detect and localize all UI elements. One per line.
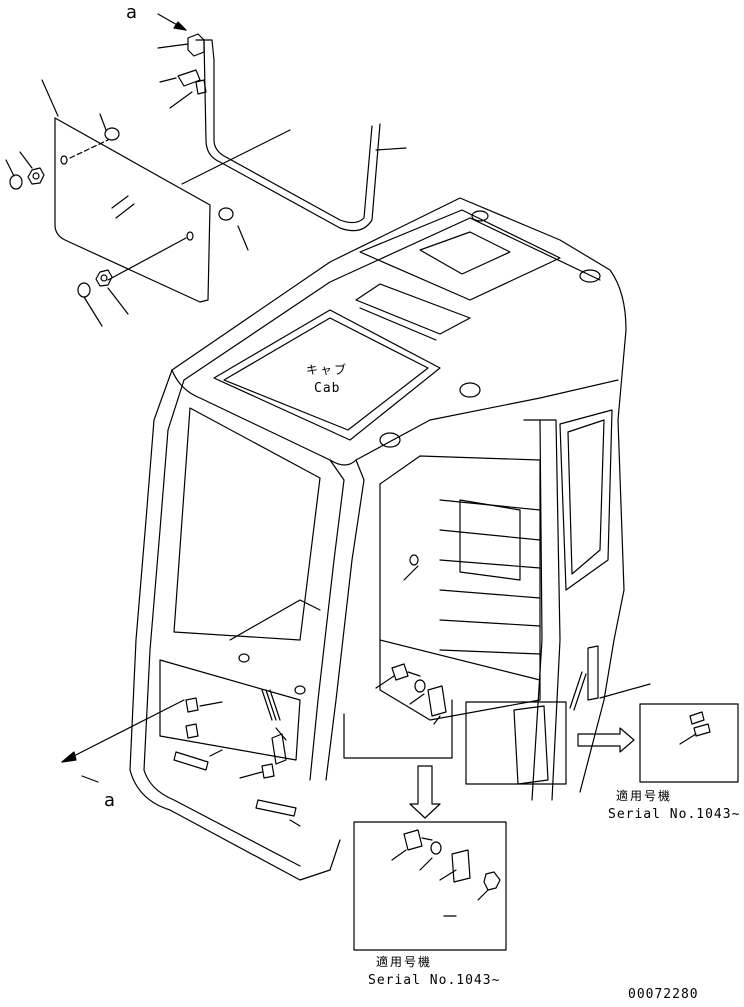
seal-clip	[157, 33, 207, 109]
detail-bottom-applicable: 適用号機	[376, 954, 432, 969]
detail-bottom-serial: Serial No.1043~	[368, 973, 500, 988]
cab-body	[129, 197, 651, 881]
callout-frames	[343, 699, 567, 785]
view-marker-top: a	[126, 2, 137, 23]
drawing-number: 00072280	[628, 987, 699, 1002]
cab-label-en: Cab	[314, 381, 340, 396]
view-marker-left: a	[104, 790, 115, 811]
window-seal	[195, 39, 407, 232]
glass-panel	[41, 79, 291, 303]
detail-right	[577, 703, 739, 783]
detail-bottom	[353, 765, 507, 951]
glass-fasteners	[5, 151, 129, 327]
cab-label-jp: キャブ	[306, 362, 348, 377]
view-arrow-left	[61, 699, 185, 783]
view-arrow-top	[157, 13, 187, 31]
detail-right-applicable: 適用号機	[616, 788, 672, 803]
detail-right-serial: Serial No.1043~	[608, 807, 740, 822]
